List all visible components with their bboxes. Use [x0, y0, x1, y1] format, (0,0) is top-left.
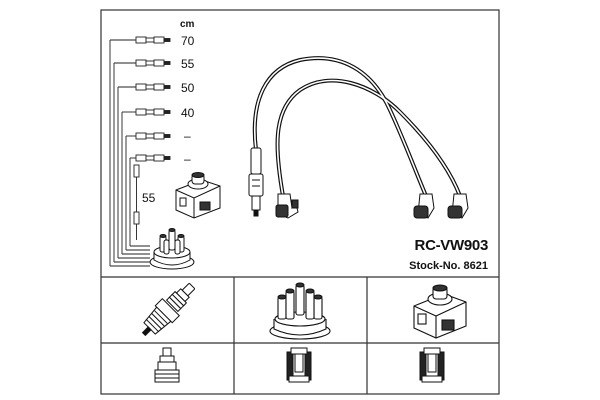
- plug-terminal-icon: [154, 347, 180, 383]
- lead-connectors: [135, 36, 171, 162]
- lead-length-6: –: [184, 152, 191, 166]
- coil-lead-length: 55: [142, 191, 156, 205]
- model-number: RC-VW903: [415, 237, 488, 254]
- lead-length-2: 55: [181, 57, 195, 71]
- lead-connector-50: [135, 83, 171, 91]
- lead-connector-6: [135, 154, 171, 162]
- lead-length-4: 40: [181, 106, 195, 120]
- coil-lead: [133, 164, 140, 240]
- distributor-terminal-icon: [286, 347, 312, 383]
- lead-length-5: –: [184, 129, 191, 143]
- ignition-coil-icon: [175, 172, 221, 219]
- stock-number: Stock-No. 8621: [409, 260, 488, 272]
- lead-connector-5: [135, 132, 171, 140]
- ignition-coil-large-icon: [413, 284, 467, 339]
- distributor-cap-icon: [149, 228, 195, 270]
- lead-length-3: 50: [181, 81, 195, 95]
- lead-connector-40: [135, 108, 171, 116]
- lead-bracket: [109, 39, 150, 267]
- spark-plug-icon: [141, 283, 195, 337]
- lead-length-1: 70: [181, 34, 195, 48]
- unit-label: cm: [180, 19, 195, 30]
- diagram-frame: [100, 9, 500, 395]
- coil-terminal-icon: [419, 347, 445, 383]
- lead-connector-55: [135, 59, 171, 67]
- lead-connector-70: [135, 36, 171, 44]
- ignition-cable-set-icon: [248, 56, 469, 219]
- distributor-cap-large-icon: [269, 282, 331, 340]
